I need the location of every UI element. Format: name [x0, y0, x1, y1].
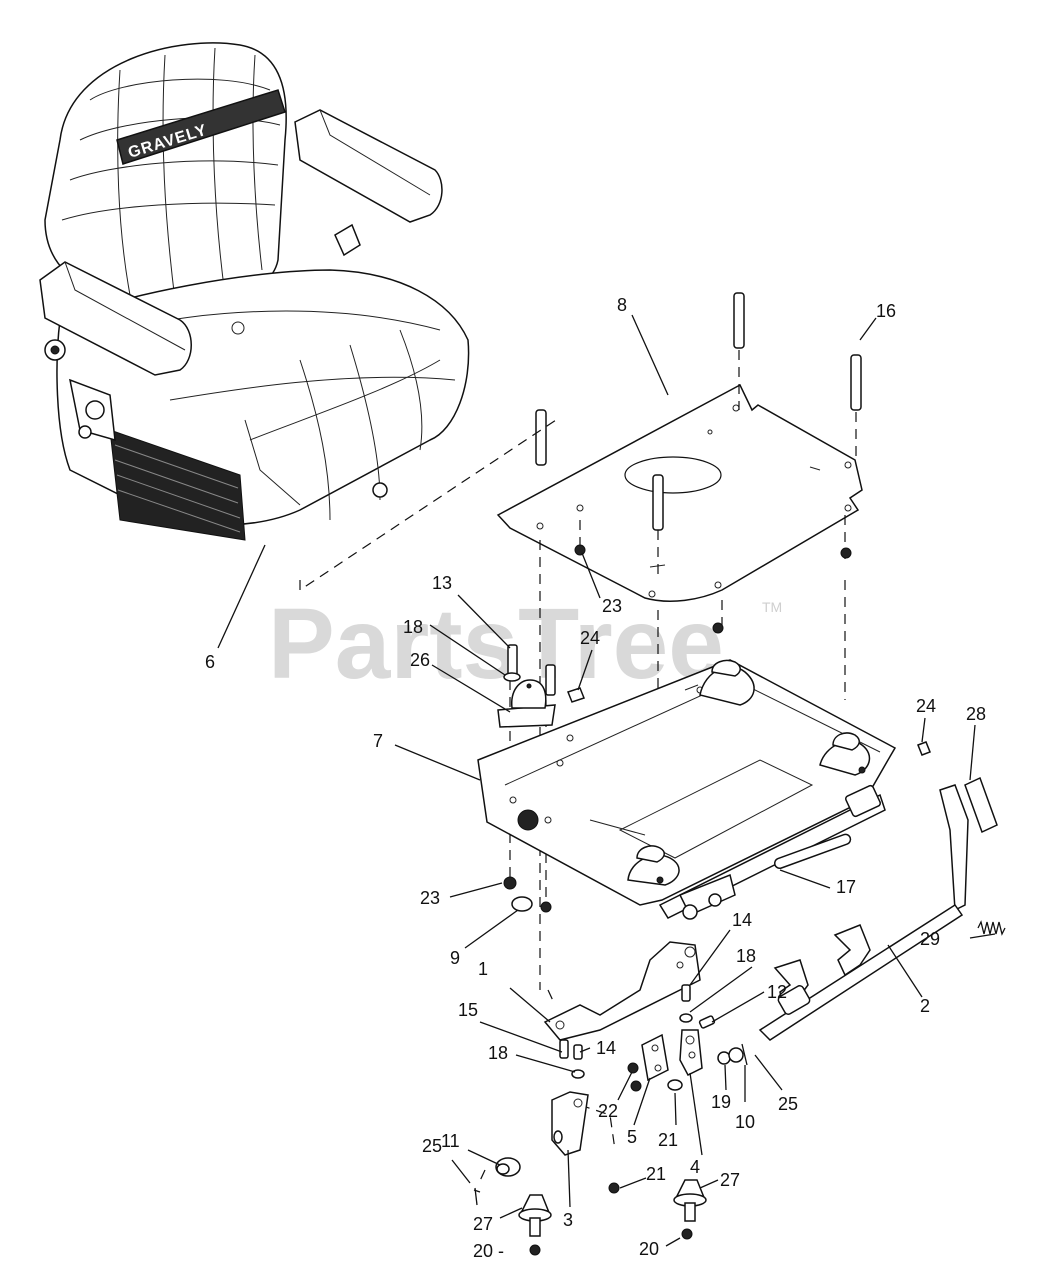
rubber-isolators	[497, 659, 871, 886]
callout-24a: 24	[580, 628, 600, 648]
callout-18a: 18	[403, 617, 423, 637]
seat-mounting-plate	[496, 383, 863, 603]
callout-18c: 18	[488, 1043, 508, 1063]
pivot-bracket	[495, 1091, 620, 1194]
callout-numbers: 1 2 3 4 5 6 7 8 9 10 11 12 13 14 14 15 1…	[205, 295, 986, 1261]
callout-20a: 20 -	[473, 1241, 504, 1261]
callout-17: 17	[836, 877, 856, 897]
callout-13: 13	[432, 573, 452, 593]
watermark-trademark: TM	[762, 599, 782, 615]
callout-1: 1	[478, 959, 488, 979]
callout-6: 6	[205, 652, 215, 672]
callout-23a: 23	[602, 596, 622, 616]
callout-22: 22	[598, 1101, 618, 1121]
callout-16: 16	[876, 301, 896, 321]
callout-11: 11	[441, 1131, 460, 1151]
watermark-text: PartsTree	[268, 588, 724, 700]
callout-10: 10	[735, 1112, 755, 1132]
callout-25a: 25	[778, 1094, 798, 1114]
callout-3: 3	[563, 1210, 573, 1230]
callout-14b: 14	[596, 1038, 616, 1058]
lever-grip	[964, 776, 998, 834]
callout-18b: 18	[736, 946, 756, 966]
latch-hardware	[559, 984, 748, 1092]
callout-9: 9	[450, 948, 460, 968]
callout-24b: 24	[916, 696, 936, 716]
frame-hardware	[503, 544, 931, 913]
callout-2: 2	[920, 996, 930, 1016]
callout-23b: 23	[420, 888, 440, 908]
long-bolts	[535, 292, 862, 531]
bumpers-and-fasteners	[473, 1179, 707, 1256]
callout-leaders	[217, 314, 996, 1247]
seat-assembly: GRAVELY	[39, 42, 470, 541]
adjustment-lever	[758, 784, 969, 1041]
callout-8: 8	[617, 295, 627, 315]
spring	[977, 920, 1006, 936]
callout-29: 29	[920, 929, 940, 949]
callout-12: 12	[767, 982, 787, 1002]
callout-25b: 25	[422, 1136, 442, 1156]
callout-28: 28	[966, 704, 986, 724]
callout-27a: 27	[473, 1214, 493, 1234]
callout-5: 5	[627, 1127, 637, 1147]
callout-15: 15	[458, 1000, 478, 1020]
callout-20b: 20	[639, 1239, 659, 1259]
callout-19: 19	[711, 1092, 731, 1112]
callout-21a: 21	[658, 1130, 678, 1150]
callout-21b: 21	[646, 1164, 666, 1184]
callout-26: 26	[410, 650, 430, 670]
callout-14a: 14	[732, 910, 752, 930]
callout-7: 7	[373, 731, 383, 751]
callout-4: 4	[690, 1157, 700, 1177]
latch-bracket	[543, 941, 701, 1041]
callout-27b: 27	[720, 1170, 740, 1190]
